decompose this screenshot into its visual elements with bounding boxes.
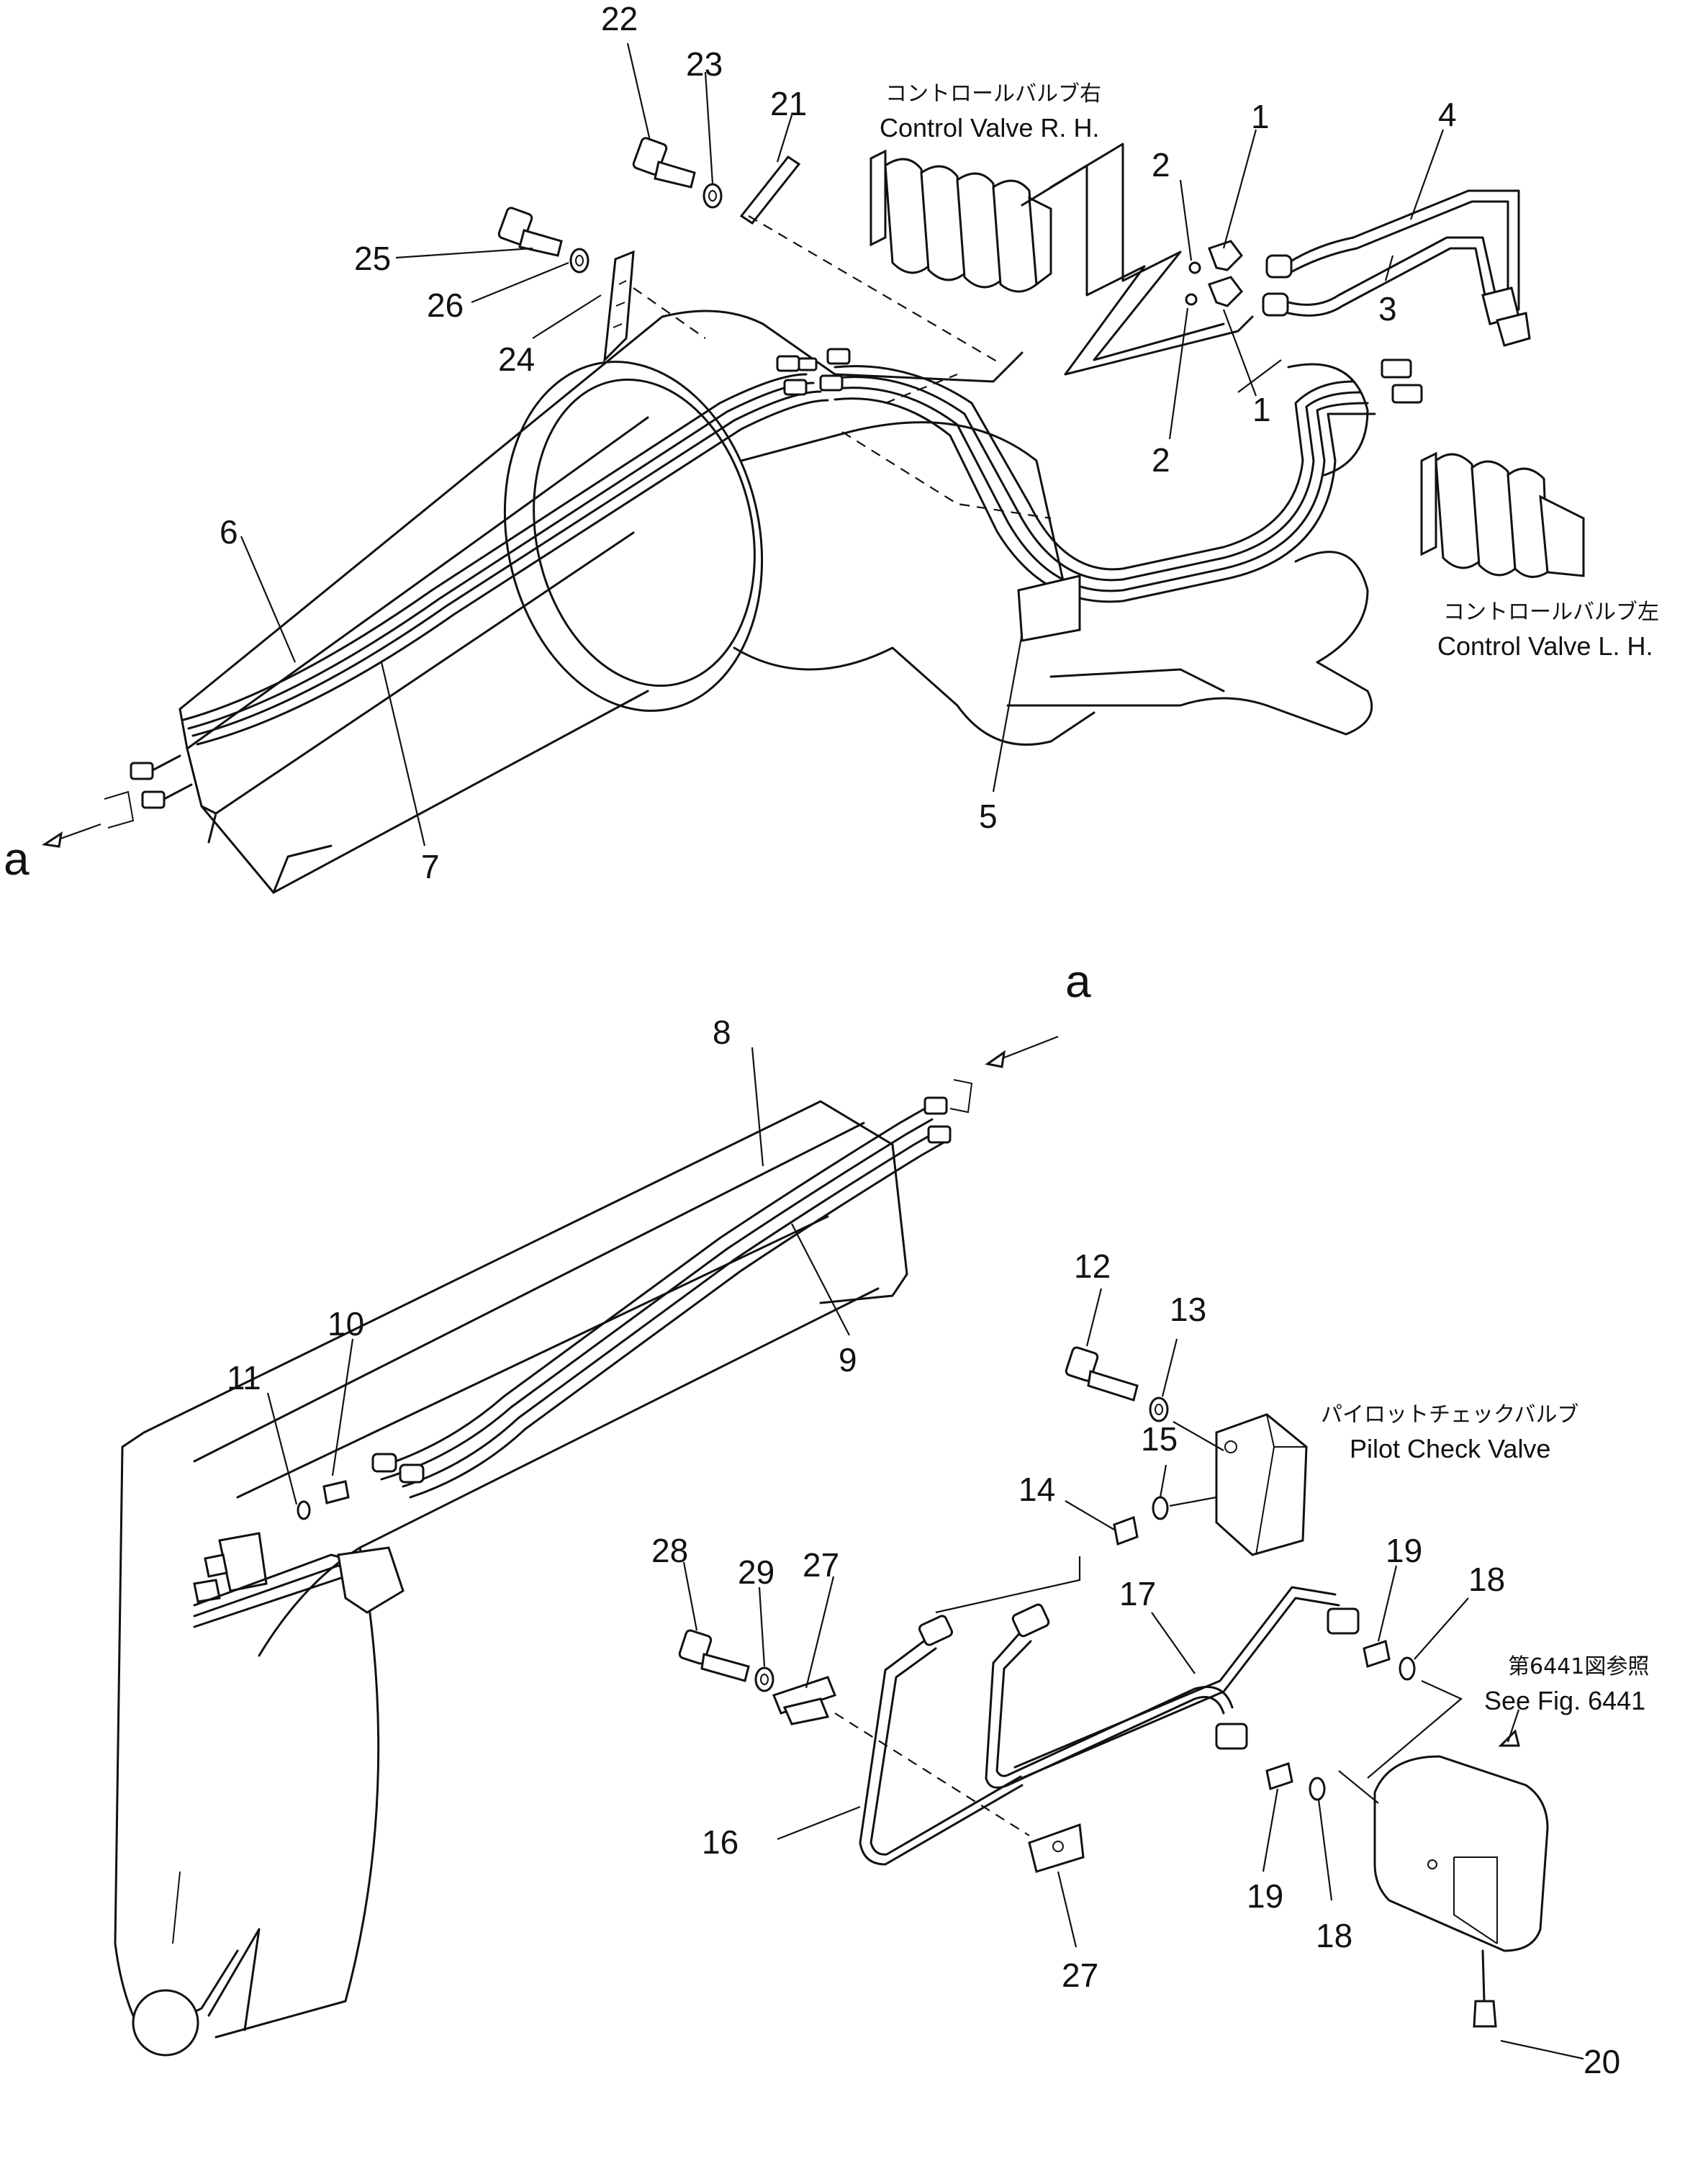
control-valve-rh-label-jp: コントロールバルブ右 bbox=[885, 81, 1101, 107]
control-valve-lh-label-en: Control Valve L. H. bbox=[1437, 631, 1653, 661]
connector-labels: a a bbox=[4, 833, 1091, 1007]
component-labels: コントロールバルブ右 Control Valve R. H. コントロールバルブ… bbox=[880, 81, 1659, 1715]
tube-assembly-upper-right bbox=[1185, 189, 1531, 347]
callout-15: 15 bbox=[1141, 1420, 1178, 1458]
callout-21: 21 bbox=[770, 85, 807, 122]
callout-1-top: 1 bbox=[1251, 98, 1270, 135]
pilot-check-valve-label-en: Pilot Check Valve bbox=[1350, 1434, 1550, 1463]
callout-4: 4 bbox=[1438, 96, 1457, 133]
see-fig-label-en: See Fig. 6441 bbox=[1484, 1686, 1645, 1715]
callout-22: 22 bbox=[601, 0, 638, 37]
callout-27-bottom: 27 bbox=[1062, 1957, 1098, 1994]
callout-26: 26 bbox=[427, 286, 464, 324]
callout-leaders bbox=[240, 42, 1520, 1948]
callout-25: 25 bbox=[354, 240, 391, 277]
boom-upper-assembly bbox=[41, 310, 1423, 894]
callout-23: 23 bbox=[686, 45, 723, 83]
callout-18-top: 18 bbox=[1468, 1561, 1505, 1598]
callout-28: 28 bbox=[651, 1532, 688, 1569]
hose-fittings-upper bbox=[776, 348, 1423, 404]
callout-2-bottom: 2 bbox=[1152, 441, 1170, 479]
boom-lower-assembly bbox=[114, 1079, 973, 2057]
control-valve-lh-label-jp: コントロールバルブ左 bbox=[1443, 600, 1659, 625]
callout-7: 7 bbox=[421, 848, 440, 885]
control-valve-rh bbox=[869, 143, 1254, 376]
callout-10: 10 bbox=[327, 1305, 364, 1343]
connector-a-bottom: a bbox=[1065, 955, 1091, 1007]
callout-17: 17 bbox=[1119, 1575, 1156, 1612]
callout-27-top: 27 bbox=[803, 1546, 839, 1584]
callout-19-bottom: 19 bbox=[1247, 1877, 1283, 1915]
callout-1-bottom: 1 bbox=[1252, 391, 1271, 428]
callout-11: 11 bbox=[227, 1359, 261, 1396]
callout-13: 13 bbox=[1170, 1291, 1206, 1328]
tube-assembly-lower bbox=[678, 1556, 1416, 1873]
callout-numbers: 22 23 21 25 26 24 1 2 4 3 1 2 6 5 7 8 9 … bbox=[220, 0, 1620, 2080]
callout-2-top: 2 bbox=[1152, 146, 1170, 184]
control-valve-lh bbox=[1420, 451, 1585, 578]
callout-5: 5 bbox=[979, 798, 998, 835]
callout-6: 6 bbox=[220, 513, 238, 551]
see-fig-label-jp: 第6441図参照 bbox=[1508, 1654, 1649, 1679]
connector-a-top: a bbox=[4, 833, 30, 885]
valve-block-ref bbox=[1338, 1679, 1584, 2060]
callout-19-top: 19 bbox=[1386, 1532, 1422, 1569]
callout-20: 20 bbox=[1584, 2043, 1620, 2080]
callout-3: 3 bbox=[1378, 290, 1397, 328]
callout-16: 16 bbox=[702, 1823, 738, 1861]
callout-9: 9 bbox=[839, 1341, 857, 1378]
pilot-check-valve bbox=[1065, 1346, 1308, 1556]
callout-18-bottom: 18 bbox=[1316, 1917, 1352, 1954]
pilot-check-valve-label-jp: パイロットチェックバルブ bbox=[1321, 1402, 1579, 1427]
control-valve-rh-label-en: Control Valve R. H. bbox=[880, 113, 1099, 143]
callout-8: 8 bbox=[713, 1014, 731, 1051]
callout-24: 24 bbox=[498, 340, 535, 378]
callout-14: 14 bbox=[1018, 1471, 1055, 1508]
callout-29: 29 bbox=[738, 1553, 774, 1591]
callout-12: 12 bbox=[1074, 1247, 1111, 1285]
